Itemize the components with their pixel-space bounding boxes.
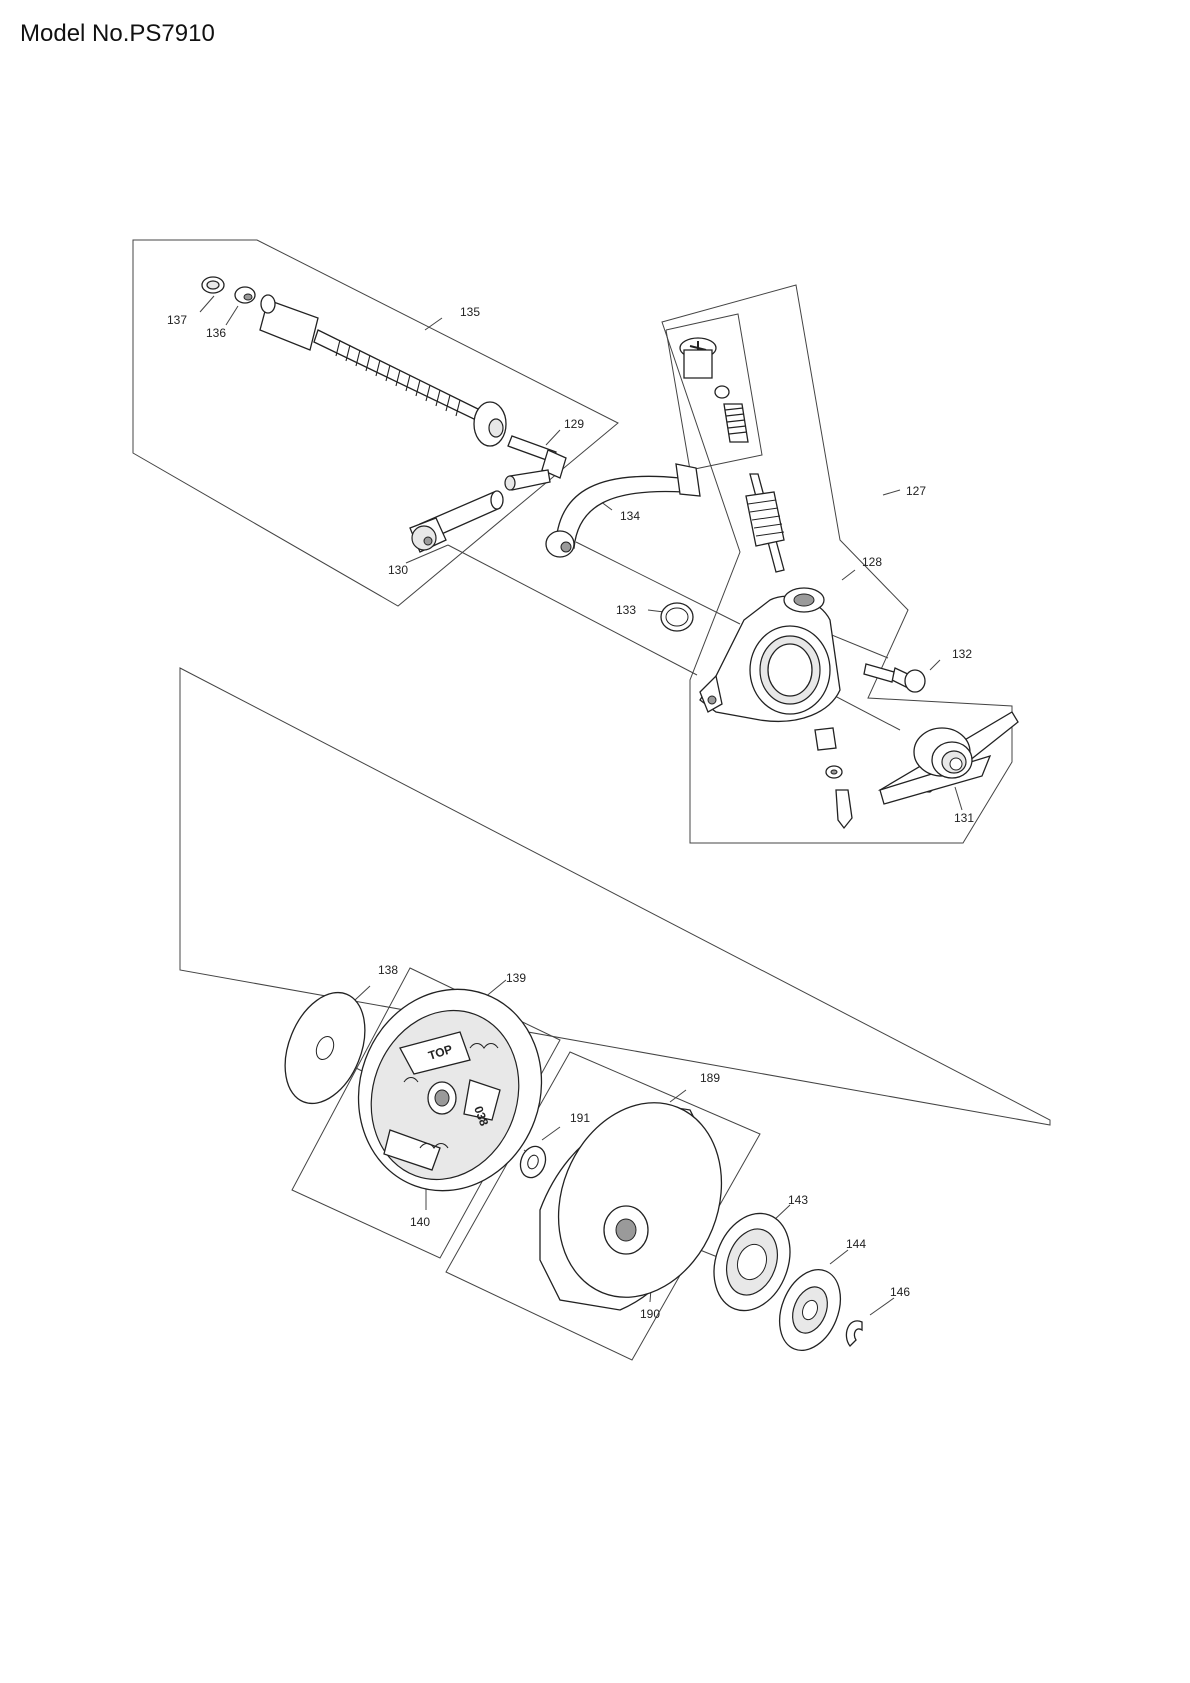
callout-143: 143	[788, 1193, 808, 1207]
callout-134: 134	[620, 509, 640, 523]
callout-131: 131	[954, 811, 974, 825]
part-137-cap	[201, 276, 225, 294]
part-138-washer	[284, 991, 366, 1105]
callout-130: 130	[388, 563, 408, 577]
part-screw-cap	[679, 337, 730, 399]
part-139-clutch: TOP 038	[357, 988, 543, 1192]
callout-138: 138	[378, 963, 398, 977]
callout-labels: 137 136 135 129 134 130 133 127 128 132 …	[167, 305, 974, 1321]
callout-191: 191	[570, 1111, 590, 1125]
callout-140: 140	[410, 1215, 430, 1229]
part-spring-upper	[723, 403, 749, 443]
callout-190: 190	[640, 1307, 660, 1321]
part-189-clutch-drum	[539, 1102, 723, 1311]
part-132-screw	[863, 663, 926, 693]
callout-139: 139	[506, 971, 526, 985]
callout-133: 133	[616, 603, 636, 617]
group-outline-oil-pump-rod	[132, 239, 619, 607]
group-outline-pump-upper-box	[665, 313, 763, 471]
part-143-sprocket	[713, 1212, 791, 1312]
callout-127: 127	[906, 484, 926, 498]
part-144-washer	[778, 1269, 842, 1351]
callout-135: 135	[460, 305, 480, 319]
part-130-hose-connector	[409, 490, 504, 553]
part-191-washer	[519, 1145, 547, 1179]
callout-136: 136	[206, 326, 226, 340]
mark-038: 038	[471, 1104, 491, 1128]
callout-189: 189	[700, 1071, 720, 1085]
model-number-title: Model No.PS7910	[20, 20, 215, 47]
part-lower-valve	[814, 727, 853, 830]
callout-144: 144	[846, 1237, 866, 1251]
part-131-worm-gear	[877, 711, 1019, 805]
part-133-o-ring	[660, 602, 694, 632]
callout-146: 146	[890, 1285, 910, 1299]
part-127-oil-pump-body	[699, 587, 841, 722]
callout-129: 129	[564, 417, 584, 431]
part-128-pump-shaft	[745, 473, 785, 573]
part-134-oil-pipe	[545, 463, 701, 558]
group-outline-oil-pump	[661, 284, 1013, 844]
part-129-elbow-fitting	[504, 435, 567, 491]
group-outline-clutch-assembly	[179, 667, 1051, 1126]
callout-132: 132	[952, 647, 972, 661]
group-outline-clutch-drum	[445, 1051, 761, 1361]
part-135-worm-rod	[259, 294, 507, 447]
callout-128: 128	[862, 555, 882, 569]
part-146-e-clip	[845, 1320, 863, 1347]
callout-137: 137	[167, 313, 187, 327]
part-136-bushing	[234, 286, 256, 304]
